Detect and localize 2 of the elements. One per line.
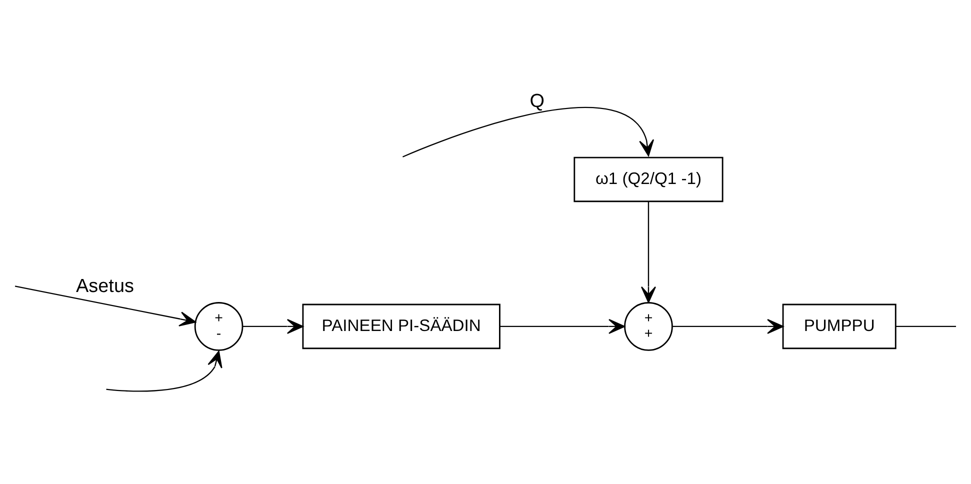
edge-label: Q — [530, 90, 544, 112]
edge-label: Asetus — [76, 276, 134, 297]
